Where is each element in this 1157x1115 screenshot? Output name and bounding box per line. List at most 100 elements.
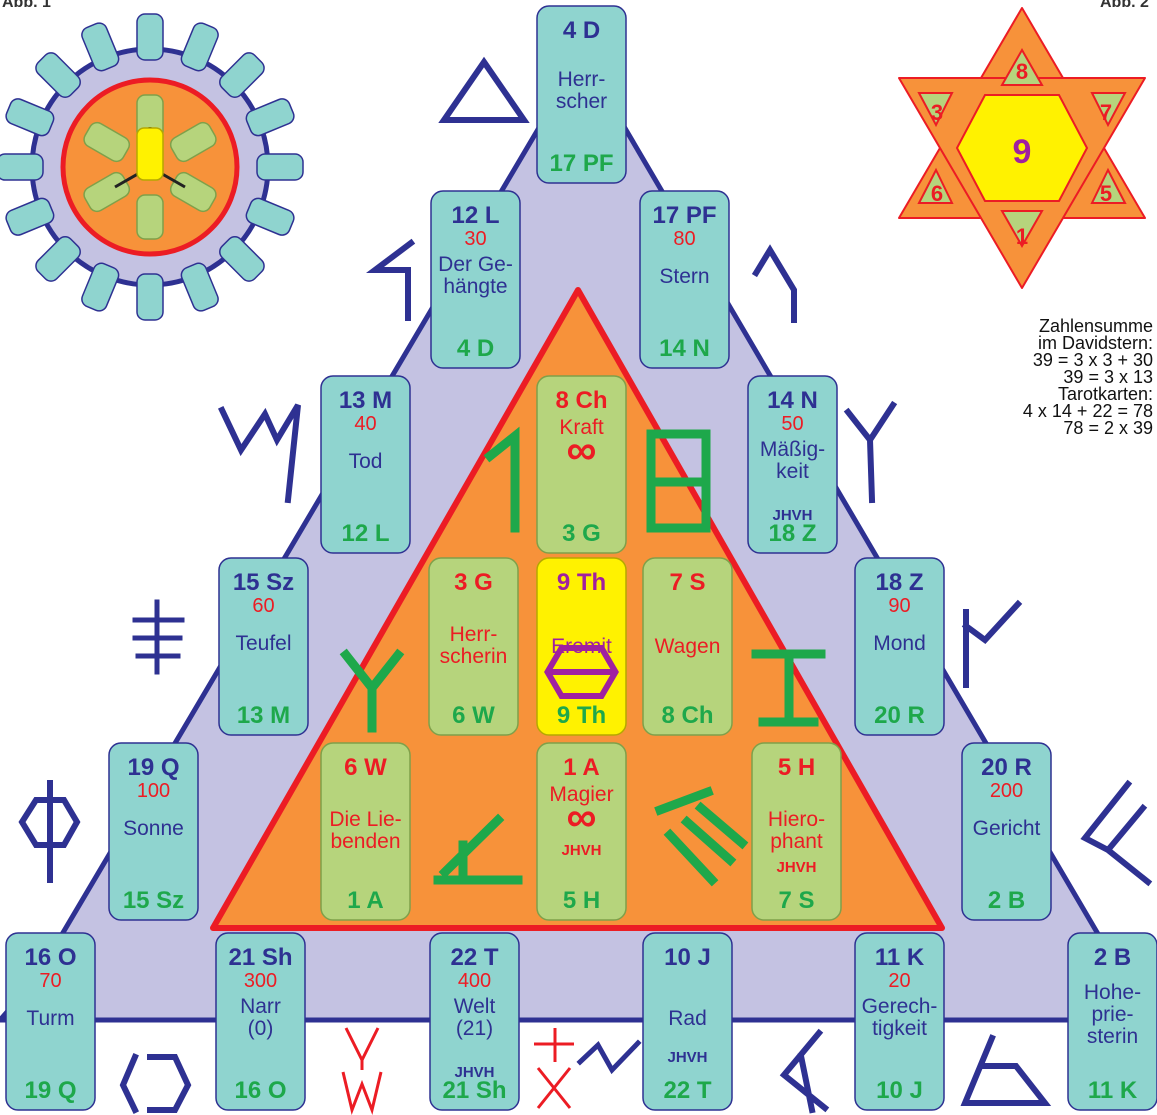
lightning-glyph [375,243,411,318]
delta-glyph [965,1038,1045,1103]
hook-glyph [756,250,794,320]
y-glyph [848,405,893,500]
card-name-line: Mond [873,632,926,655]
card-top-label: 4 D [563,17,600,44]
card-name-line: Tod [349,450,383,473]
card-name-line: (0) [248,1017,274,1040]
card-name-line: Der Ge- [438,253,513,276]
card-bottom-label: 19 Q [24,1077,76,1104]
card-name-line: Herr- [450,623,498,646]
card-bottom-label: 9 Th [557,702,606,729]
card-top-label: 17 PF [652,202,716,229]
card-name-line: Sonne [123,817,184,840]
card-top-label: 8 Ch [555,387,607,414]
card-bottom-label: 22 T [663,1077,711,1104]
card-number: 20 [888,970,910,992]
number-sums: Zahlensumme im Davidstern: 39 = 3 x 3 + … [985,318,1153,437]
sums-line: 78 = 2 x 39 [985,420,1153,437]
card-bottom-label: 1 A [347,887,383,914]
nu-glyph [966,604,1018,685]
card-bottom-label: 2 B [988,887,1025,914]
card-number: 80 [673,228,695,250]
card-bottom-label: 17 PF [549,150,613,177]
card-number: 70 [39,970,61,992]
card-bottom-label: 5 H [563,887,600,914]
card-top-label: 2 B [1094,944,1131,971]
triangle-glyph [444,62,524,120]
card-top-label: 12 L [451,202,499,229]
card-top-label: 16 O [24,944,76,971]
card-name-line: Turm [26,1007,74,1030]
card-name-line: Die Lie- [329,808,401,831]
card-number: 40 [354,413,376,435]
card-bottom-label: 14 N [659,335,710,362]
phi-glyph [22,783,77,880]
card-bottom-label: 12 L [341,520,389,547]
trident-glyph [343,1028,381,1110]
card-bottom-label: 18 Z [768,520,816,547]
card-name-line: Gerech- [862,995,938,1018]
card-name-line: scherin [440,645,508,668]
card-number: 300 [244,970,277,992]
a-glyph [1085,784,1148,882]
cross-x-glyph [534,1028,574,1108]
card-number: 90 [888,595,910,617]
card-bottom-label: 10 J [876,1077,923,1104]
card-name-line: prie- [1091,1003,1133,1026]
k-glyph [784,1033,825,1110]
hexagon-glyph [123,1057,188,1110]
card-bottom-label: 8 Ch [661,702,713,729]
david-star: 9 8 7 5 1 6 3 [899,8,1145,288]
card-top-label: 13 M [339,387,392,414]
jhvh-label: JHVH [776,859,816,876]
star-point-number: 3 [931,100,943,125]
card-top-label: 3 G [454,569,493,596]
card-name-line: Herr- [558,68,606,91]
card-top-label: 11 K [875,944,925,971]
card-name-line: tigkeit [872,1017,927,1040]
card-number: 100 [137,780,170,802]
card-name-line: sterin [1087,1025,1138,1048]
tarot-card-20r: 20 R200Gericht2 B [962,743,1051,920]
card-top-label: 15 Sz [233,569,294,596]
card-top-label: 22 T [450,944,498,971]
tarot-card-11k: 11 K20Gerech-tigkeit 10 J [855,933,944,1110]
card-name-line: Narr [240,995,281,1018]
card-top-label: 21 Sh [228,944,292,971]
card-top-label: 10 J [664,944,711,971]
card-name-line: phant [770,830,823,853]
card-bottom-label: 4 D [457,335,494,362]
wheel-figure [0,14,303,320]
card-bottom-label: 7 S [778,887,814,914]
double-cross-glyph [135,602,182,672]
card-number: 60 [252,595,274,617]
card-bottom-label: 13 M [237,702,290,729]
card-bottom-label: 15 Sz [123,887,184,914]
tarot-card-6w: 6 W Die Lie-benden 1 A [321,743,410,920]
tarot-card-22t: 22 T400Welt(21)JHVH21 Sh [430,933,519,1110]
card-bottom-label: 21 Sh [442,1077,506,1104]
card-name-line: benden [330,830,400,853]
nu-small-glyph [580,1043,638,1070]
card-top-label: 14 N [767,387,818,414]
card-top-label: 5 H [778,754,815,781]
star-point-number: 8 [1016,59,1028,84]
card-top-label: 6 W [344,754,387,781]
jhvh-label: JHVH [561,842,601,859]
infinity-symbol: ∞ [567,793,597,840]
card-bottom-label: 11 K [1088,1077,1138,1104]
card-bottom-label: 16 O [234,1077,286,1104]
card-name-line: Teufel [235,632,291,655]
tarot-card-8ch: 8 ChKraft∞3 G [537,376,626,553]
